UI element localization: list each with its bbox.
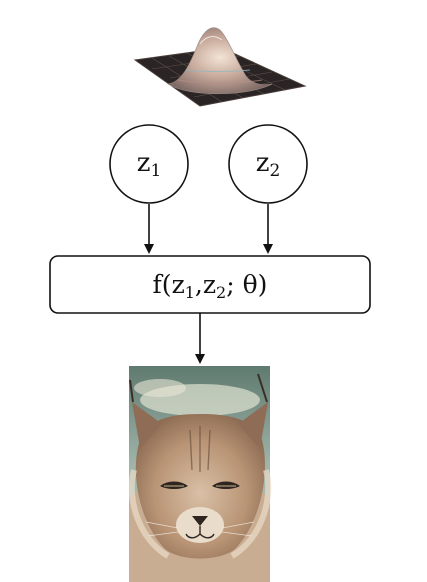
function-node-arg2: z	[203, 270, 216, 299]
latent-node-z1-label: z	[137, 148, 151, 178]
function-node-suffix: )	[258, 270, 268, 299]
function-node: f(z1,z2; θ)	[49, 255, 371, 314]
function-node-arg2-subscript: 2	[216, 283, 226, 302]
latent-node-z2: z2	[228, 124, 308, 204]
function-node-arg1: z	[172, 270, 185, 299]
function-node-param: θ	[243, 270, 258, 299]
svg-text:z2: z2	[256, 148, 281, 181]
latent-node-z1-subscript: 1	[150, 161, 161, 181]
latent-node-z2-label: z	[256, 148, 270, 178]
function-node-prefix: f(	[153, 270, 172, 299]
generated-lynx-image	[128, 366, 272, 582]
function-node-sep2: ;	[226, 270, 242, 299]
svg-text:f(z1,z2; θ): f(z1,z2; θ)	[153, 270, 268, 302]
latent-node-z2-subscript: 2	[269, 161, 280, 181]
function-node-arg1-subscript: 1	[185, 283, 195, 302]
prior-density-surface-image	[133, 27, 307, 107]
svg-text:z1: z1	[137, 148, 162, 181]
function-node-sep1: ,	[195, 270, 203, 299]
latent-node-z1: z1	[109, 124, 189, 204]
